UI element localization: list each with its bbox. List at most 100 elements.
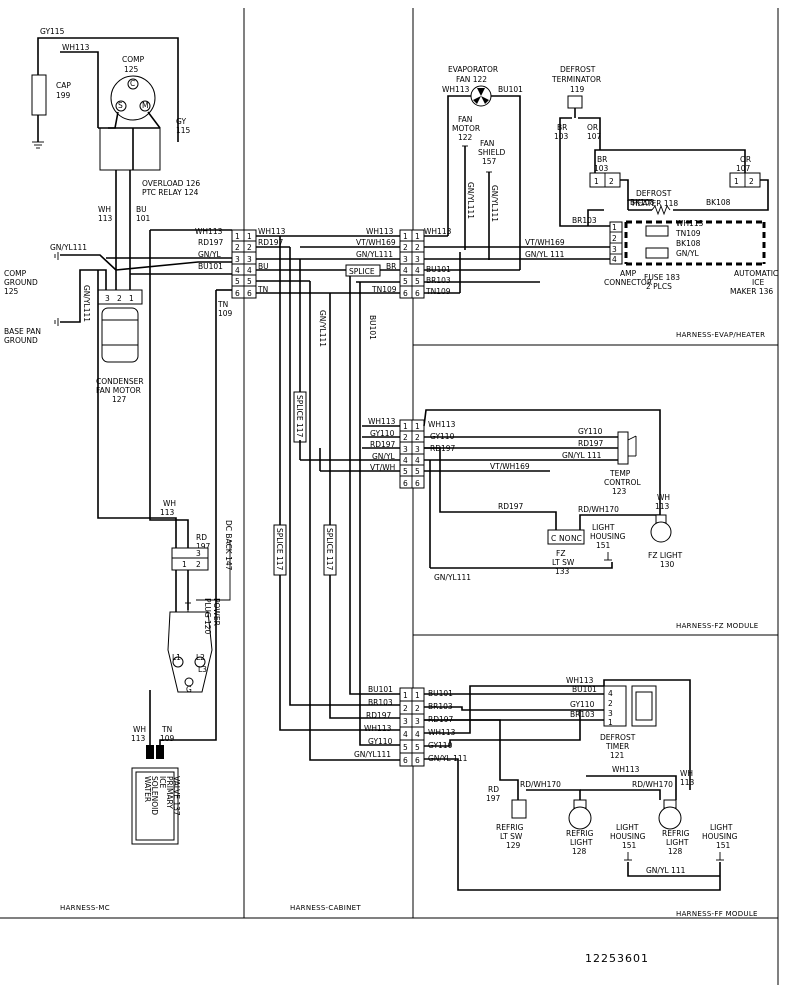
wire-label-rd197-fzconn: RD197	[370, 440, 396, 449]
wire-label-bu101-cab: BU101	[368, 315, 377, 340]
ice-valve-label-2: PRIMARY	[165, 776, 174, 809]
cap-symbol	[31, 74, 47, 116]
cap-label: CAP	[56, 81, 71, 90]
wire-label-109-mc: 109	[218, 309, 233, 318]
wire-label-gy115: GY115	[40, 27, 65, 36]
wire-label-rd197-mcconn: RD197	[198, 238, 224, 247]
wire-label-br-evapconn: BR	[386, 262, 396, 271]
defrost-plug-a-pin2: 2	[609, 177, 614, 186]
wire-label-br103-term: BR103	[572, 216, 597, 225]
wire-label-109-valve: 109	[160, 734, 175, 743]
temp-control-number: 123	[612, 487, 627, 496]
wire-label-rd-plug: RD	[196, 533, 207, 542]
fz-pin-6-l: 6	[403, 479, 408, 488]
wire-label-rdwh170-fz: RD/WH170	[578, 505, 619, 514]
wire-label-113-ff: 113	[680, 778, 695, 787]
pin-5-r: 5	[247, 277, 252, 286]
defrost-terminator-label-2: TERMINATOR	[551, 75, 601, 84]
evap-pin-6-r: 6	[415, 289, 420, 298]
fz-light-housing-number: 151	[596, 541, 611, 550]
pin-4-r: 4	[247, 266, 252, 275]
wire-label-bu-mc: BU	[136, 205, 147, 214]
pin-3-l: 3	[235, 255, 240, 264]
refrig-light-b-bulb	[658, 806, 682, 830]
fz-pin-4-l: 4	[403, 456, 408, 465]
pin-2-r: 2	[247, 243, 252, 252]
wire-label-wh-plug: WH	[163, 499, 176, 508]
connector-mc-cabinet: 1 1 2 2 3 3 4 4 5 5 6 6 WH113 RD197 GN/Y…	[106, 227, 257, 299]
ff-pin-6-r: 6	[415, 756, 420, 765]
splice-117-b-label: SPLICE 117	[275, 528, 284, 571]
wire-label-gnyl111-cab: GN/YL111	[318, 310, 327, 347]
ff-light-housing-b-label-2: HOUSING	[702, 832, 738, 841]
wire-label-wh113-top: WH113	[62, 43, 90, 52]
wire-label-gy110-fzconn: GY110	[370, 429, 395, 438]
wire-label-gnyl111-evapconn: GN/YL111	[356, 250, 393, 259]
comp-number: 125	[124, 65, 139, 74]
wire-label-or-term: OR	[587, 123, 598, 132]
defrost-timer-label: DEFROST	[600, 733, 636, 742]
wire-label-gnyl111-ff-2: GN/YL 111	[646, 866, 686, 875]
wire-label-tn109-evap: TN109	[425, 287, 451, 296]
wire-label-br103-timer: BR103	[570, 710, 595, 719]
wire-label-wh113-evapconn: WH113	[366, 227, 394, 236]
fan-shield-label: FAN	[480, 139, 494, 148]
defrost-timer-label-2: TIMER	[605, 742, 629, 751]
drawing-number: 12253601	[585, 952, 649, 965]
wire-label-rdwh170-ff: RD/WH170	[520, 780, 561, 789]
ff-pin-5-l: 5	[403, 743, 408, 752]
ff-pin-5-r: 5	[415, 743, 420, 752]
amp-pin-1: 1	[612, 223, 617, 232]
wire-label-or-plug: OR	[740, 155, 751, 164]
amp-pin-2: 2	[612, 234, 617, 243]
wire-label-gy: GY	[176, 117, 186, 126]
plug-pin-1: 1	[182, 560, 187, 569]
refrig-lt-sw-number: 129	[506, 841, 521, 850]
comp-term-s: S	[118, 101, 123, 110]
fz-pin-4-r: 4	[415, 456, 420, 465]
wire-label-gnyl111-fz: GN/YL111	[434, 573, 471, 582]
refrig-light-b-label-2: LIGHT	[666, 838, 689, 847]
wire-label-101-mc: 101	[136, 214, 151, 223]
wire-label-rd197-cab: RD197	[258, 238, 284, 247]
harness-mc: GY115 CAP 199 WH113 COMP 125 C S M GY 11…	[4, 27, 233, 845]
dc-back-label: DC BACK 147	[224, 520, 233, 571]
pin-3-r: 3	[247, 255, 252, 264]
fz-pin-2-r: 2	[415, 433, 420, 442]
ff-pin-4-l: 4	[403, 730, 408, 739]
wire-label-rd-ff: RD	[488, 785, 499, 794]
pin-6-r: 6	[247, 289, 252, 298]
ff-pin-1-r: 1	[415, 691, 420, 700]
plug-term-l2: L2	[196, 653, 205, 662]
fz-sw-term-nc: NC	[571, 534, 582, 543]
wire-label-wh113-evap: WH113	[424, 227, 452, 236]
pin-2-l: 2	[235, 243, 240, 252]
wire-label-gy110-timer: GY110	[570, 700, 595, 709]
base-pan-ground-label-2: GROUND	[4, 336, 38, 345]
evap-pin-1-r: 1	[415, 232, 420, 241]
wire-label-107-plug: 107	[736, 164, 751, 173]
wire-label-wh113-im: WH113	[676, 219, 704, 228]
wire-label-bu101-timer: BU101	[572, 685, 597, 694]
fz-pin-1-r: 1	[415, 422, 420, 431]
harness-fz: WH113 GY110 RD197 GY110 RD197 GN/YL 111 …	[423, 409, 683, 582]
section-label-fz: HARNESS-FZ MODULE	[676, 622, 759, 630]
ice-valve-symbol	[131, 767, 179, 845]
fan-shield-number: 157	[482, 157, 497, 166]
defrost-terminator-label: DEFROST	[560, 65, 596, 74]
plug-pin-3: 3	[196, 549, 201, 558]
wire-label-wh113-ffconn: WH113	[364, 724, 392, 733]
comp-ground-label: COMP	[4, 269, 27, 278]
amp-connector-label-2: CONNECTOR	[604, 278, 652, 287]
wire-label-gy110-ffconn: GY110	[368, 737, 393, 746]
wire-label-rdwh170-ff-2: RD/WH170	[632, 780, 673, 789]
splice-117-a-label: SPLICE 117	[295, 395, 304, 438]
wire-label-gy110-tc: GY110	[578, 427, 603, 436]
section-label-ff: HARNESS-FF MODULE	[676, 910, 758, 918]
wire-label-197-ff: 197	[486, 794, 501, 803]
ff-pin-2-r: 2	[415, 704, 420, 713]
wire-label-vtwh169-evapconn: VT/WH169	[356, 238, 396, 247]
evap-pin-3-r: 3	[415, 255, 420, 264]
wire-label-gnyl-fzconn: GN/YL	[372, 452, 396, 461]
